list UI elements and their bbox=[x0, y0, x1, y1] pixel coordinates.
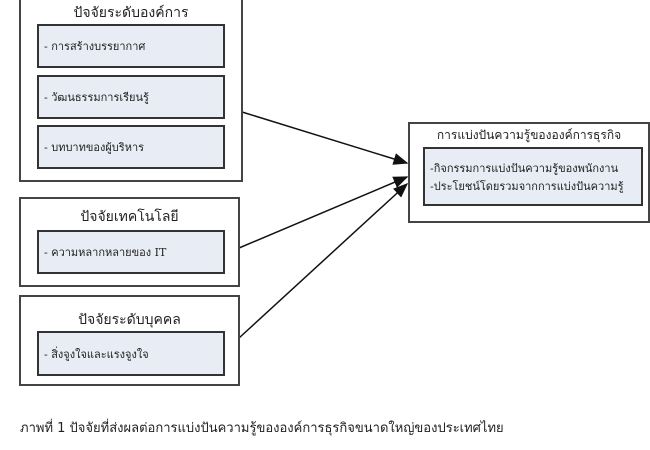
arrow-org-to-outcome bbox=[241, 111, 409, 165]
item-text: - สิ่งจูงใจและแรงจูงใจ bbox=[44, 347, 149, 361]
org-factor-item: - บทบาทของผู้บริหาร bbox=[37, 125, 225, 169]
individual-factors-title: ปัจจัยระดับบุคคล bbox=[78, 312, 181, 328]
org-factor-item: - การสร้างบรรยากาศ bbox=[37, 24, 225, 68]
item-text: - บทบาทของผู้บริหาร bbox=[44, 141, 145, 154]
tech-factors-title: ปัจจัยเทคโนโลยี bbox=[80, 209, 179, 225]
item-text: - ความหลากหลายของ IT bbox=[44, 246, 167, 259]
arrow-tech-to-outcome bbox=[238, 176, 409, 249]
item-text: -กิจกรรมการแบ่งปันความรู้ของพนักงาน bbox=[430, 161, 619, 175]
item-text: - วัฒนธรรมการเรียนรู้ bbox=[44, 91, 149, 104]
tech-factor-item: - ความหลากหลายของ IT bbox=[37, 230, 225, 274]
figure-caption: ภาพที่ 1 ปัจจัยที่ส่งผลต่อการแบ่งปันความ… bbox=[20, 421, 504, 436]
item-text: -ประโยชน์โดยรวมจากการแบ่งปันความรู้ bbox=[430, 179, 624, 193]
individual-factor-item: - สิ่งจูงใจและแรงจูงใจ bbox=[37, 331, 225, 376]
item-text: - การสร้างบรรยากาศ bbox=[44, 40, 146, 53]
arrow-individual-to-outcome bbox=[238, 182, 409, 339]
org-factor-item: - วัฒนธรรมการเรียนรู้ bbox=[37, 75, 225, 119]
outcome-title: การแบ่งปันความรู้ขององค์การธุรกิจ bbox=[436, 128, 622, 142]
org-factors-title: ปัจจัยระดับองค์การ bbox=[73, 5, 189, 21]
outcome-items: -กิจกรรมการแบ่งปันความรู้ของพนักงาน -ประ… bbox=[423, 147, 643, 206]
